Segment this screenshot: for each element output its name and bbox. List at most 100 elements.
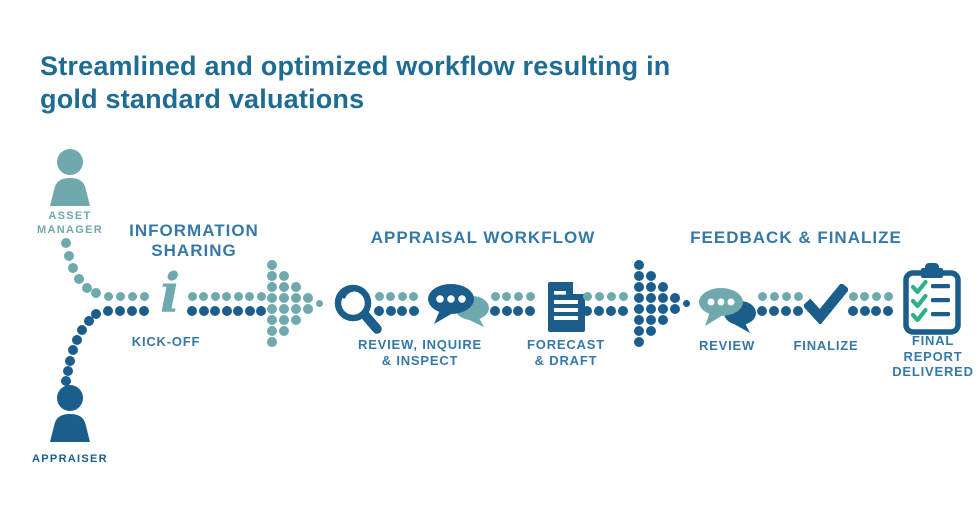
flow-dot (127, 291, 137, 301)
flow-dot (127, 306, 137, 316)
flow-dot (757, 306, 767, 316)
arrow-dot (646, 326, 656, 336)
flow-dot (187, 306, 197, 316)
flow-dot (210, 306, 220, 316)
asset-manager-label-line2: MANAGER (37, 223, 103, 236)
flow-dot (256, 306, 266, 316)
arrow-dot (303, 293, 313, 303)
arrow-dot (634, 304, 644, 314)
asset-manager-label-line1: ASSET (48, 210, 92, 222)
flow-dot (490, 291, 500, 301)
arrow-dot (267, 315, 277, 325)
chat-bubbles-icon (699, 288, 756, 333)
arrow-dot (291, 282, 301, 292)
arrow-dot (658, 282, 668, 292)
page-title-line1: Streamlined and optimized workflow resul… (40, 51, 671, 81)
flow-dot (233, 306, 243, 316)
curve-dot (72, 335, 82, 345)
arrow-dot (291, 304, 301, 314)
arrow-dot (267, 271, 277, 281)
flow-dot (618, 291, 628, 301)
curve-dot (82, 283, 92, 293)
finalize-label: FINALIZE (793, 338, 859, 353)
arrow-dot (279, 326, 289, 336)
flow-dot (139, 306, 149, 316)
arrow-dot (291, 315, 301, 325)
flow-dot (502, 291, 512, 301)
curve-dot (63, 366, 73, 376)
heading-line1: INFORMATION (129, 221, 259, 240)
forecast-draft-label: FORECAST & DRAFT (506, 337, 626, 368)
flow-dot (769, 291, 779, 301)
arrow-dot (279, 293, 289, 303)
flow-dot (781, 291, 791, 301)
flow-dot (103, 291, 113, 301)
info-icon: i (159, 261, 181, 325)
flow-dot (103, 306, 113, 316)
flow-dot (199, 291, 208, 301)
asset-manager-label: ASSET MANAGER (20, 210, 120, 237)
appraiser-label: APPRAISER (32, 453, 108, 465)
flow-dot (397, 291, 407, 301)
flow-dot (513, 291, 523, 301)
final-report-delivered-label: FINAL REPORT DELIVERED (883, 333, 980, 380)
arrow-dot (646, 293, 656, 303)
label-line1: FINAL (911, 333, 955, 348)
flow-dot (245, 291, 254, 301)
label-line3: DELIVERED (892, 364, 974, 379)
flow-dot (139, 291, 149, 301)
arrow-dot (267, 337, 277, 347)
curve-dot (65, 356, 75, 366)
flow-dot (871, 306, 882, 316)
flow-dot (793, 306, 803, 316)
label-line1: FORECAST (527, 337, 605, 352)
arrow-dot (658, 293, 668, 303)
label-line2: REPORT (903, 348, 963, 364)
flow-dot (386, 291, 395, 301)
flow-dot (582, 306, 592, 316)
flow-dot (883, 291, 893, 301)
curve-dot (68, 345, 78, 355)
clipboard-icon (903, 263, 961, 335)
curve-dot (68, 263, 78, 273)
arrow-dot (658, 315, 668, 325)
curve-dot (91, 288, 101, 298)
arrow-tip-dot (315, 300, 323, 307)
document-icon (548, 282, 585, 332)
magnifier-icon (334, 284, 382, 334)
flow-dot (222, 291, 231, 301)
curve-dot (91, 309, 101, 319)
label-line2: & INSPECT (381, 352, 459, 368)
arrow-dot (267, 260, 277, 270)
arrow-dot (303, 304, 313, 314)
curve-dot (61, 376, 71, 386)
flow-dot (385, 306, 396, 316)
flow-dot (594, 291, 604, 301)
section-heading-feedback-finalize: FEEDBACK & FINALIZE (690, 228, 902, 247)
curve-dot (77, 325, 87, 335)
flow-dot (848, 291, 858, 301)
flow-dot (859, 306, 870, 316)
curve-dot (84, 316, 94, 326)
flow-dot (244, 306, 255, 316)
label-line2: & DRAFT (534, 352, 598, 368)
flow-dot (513, 306, 524, 316)
arrow-dot (646, 282, 656, 292)
flow-dot (490, 306, 500, 316)
arrow-dot (634, 337, 644, 347)
arrow-dot (646, 315, 656, 325)
flow-dot (409, 291, 418, 301)
flow-dot (256, 291, 266, 301)
flow-dot (781, 306, 791, 316)
page-title-line2: gold standard valuations (40, 84, 365, 114)
arrow-tip-dot (682, 300, 690, 307)
page-title: Streamlined and optimized workflow resul… (40, 50, 760, 116)
flow-dot (374, 291, 384, 301)
checkmark-icon (804, 284, 848, 324)
section-heading-information-sharing: INFORMATION SHARING (112, 221, 276, 261)
arrow-dot (279, 304, 289, 314)
heading-line2: SHARING (151, 241, 237, 260)
arrow-dot (279, 282, 289, 292)
flow-dot (115, 306, 125, 316)
